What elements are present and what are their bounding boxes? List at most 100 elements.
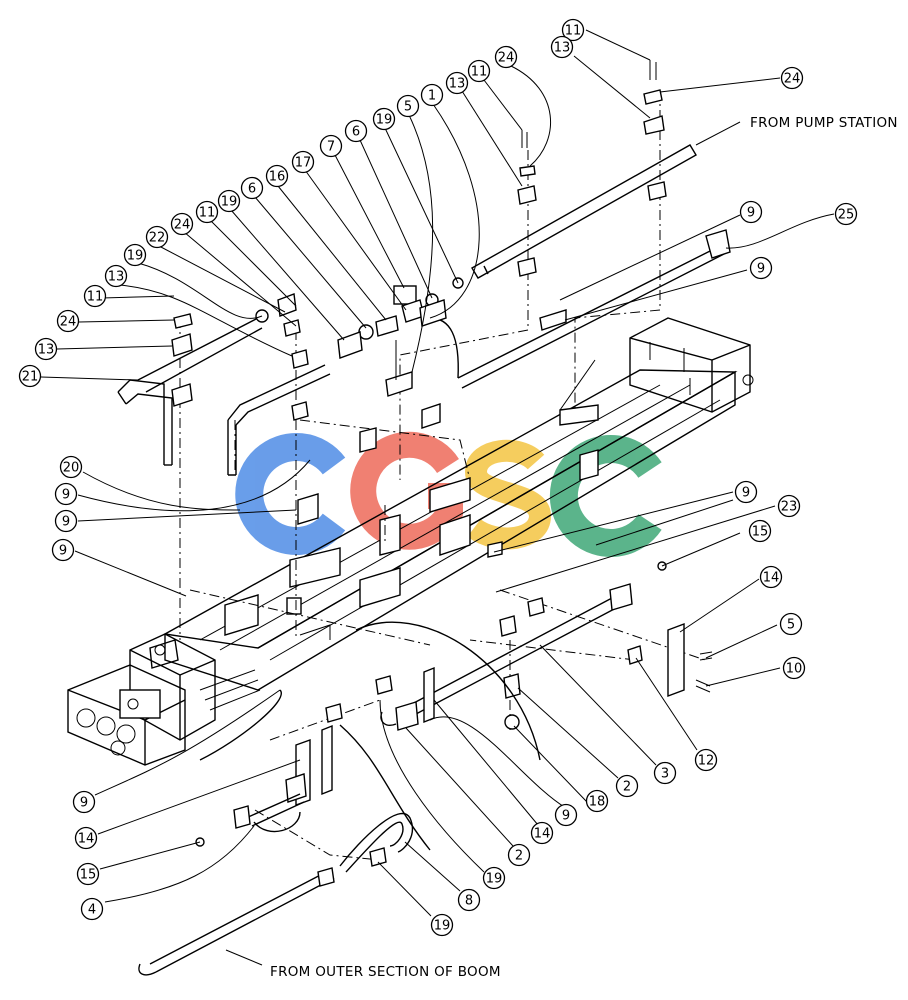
callout-2: 2	[615, 774, 639, 798]
svg-text:13: 13	[38, 343, 55, 358]
callout-17: 17	[291, 150, 315, 174]
svg-text:9: 9	[62, 488, 70, 503]
callout-9: 9	[749, 256, 773, 280]
callout-9: 9	[51, 538, 75, 562]
boom-center-section	[67, 317, 754, 766]
upper-hoses	[117, 144, 731, 476]
from-pump-station-label: FROM PUMP STATION	[750, 115, 898, 131]
callout-14: 14	[759, 565, 783, 589]
watermark-letter-s	[464, 439, 552, 550]
callout-4: 4	[80, 897, 104, 921]
svg-text:19: 19	[486, 872, 503, 887]
callout-24: 24	[56, 309, 80, 333]
callout-24: 24	[780, 66, 804, 90]
svg-text:14: 14	[78, 832, 95, 847]
svg-text:22: 22	[149, 231, 166, 246]
svg-text:6: 6	[352, 125, 360, 140]
svg-text:13: 13	[108, 270, 125, 285]
svg-text:15: 15	[752, 525, 769, 540]
callout-24: 24	[170, 212, 194, 236]
callout-20: 20	[59, 455, 83, 479]
callout-15: 15	[76, 862, 100, 886]
callout-15: 15	[748, 519, 772, 543]
callout-9: 9	[554, 803, 578, 827]
svg-text:24: 24	[498, 51, 515, 66]
callout-23: 23	[777, 494, 801, 518]
callout-9: 9	[739, 200, 763, 224]
svg-text:23: 23	[781, 500, 798, 515]
callout-11: 11	[195, 200, 219, 224]
svg-text:19: 19	[434, 919, 451, 934]
callout-5: 5	[779, 612, 803, 636]
lower-left-assembly	[138, 689, 431, 976]
callout-19: 19	[123, 243, 147, 267]
callout-19: 19	[482, 866, 506, 890]
svg-text:19: 19	[127, 249, 144, 264]
svg-text:9: 9	[80, 796, 88, 811]
callout-1: 1	[420, 83, 444, 107]
svg-text:21: 21	[22, 370, 39, 385]
callout-13: 13	[34, 337, 58, 361]
svg-text:3: 3	[661, 767, 669, 782]
svg-text:19: 19	[376, 113, 393, 128]
callout-3: 3	[653, 761, 677, 785]
callout-19: 19	[217, 189, 241, 213]
callout-19: 19	[372, 107, 396, 131]
svg-text:5: 5	[404, 100, 412, 115]
svg-text:15: 15	[80, 868, 97, 883]
svg-text:11: 11	[565, 24, 582, 39]
callout-11: 11	[83, 284, 107, 308]
svg-text:13: 13	[554, 41, 571, 56]
callout-18: 18	[585, 789, 609, 813]
svg-text:9: 9	[59, 544, 67, 559]
svg-text:11: 11	[87, 290, 104, 305]
callout-13: 13	[445, 71, 469, 95]
svg-text:2: 2	[515, 849, 523, 864]
svg-text:11: 11	[199, 206, 216, 221]
svg-text:5: 5	[787, 618, 795, 633]
svg-text:14: 14	[763, 571, 780, 586]
callout-13: 13	[104, 264, 128, 288]
callout-9: 9	[54, 482, 78, 506]
callout-7: 7	[319, 134, 343, 158]
svg-text:8: 8	[465, 894, 473, 909]
callout-11: 11	[561, 18, 585, 42]
svg-text:12: 12	[698, 754, 715, 769]
callout-8: 8	[457, 888, 481, 912]
callout-6: 6	[240, 176, 264, 200]
from-outer-section-label: FROM OUTER SECTION OF BOOM	[270, 964, 501, 980]
lower-right-assembly	[355, 561, 713, 761]
callout-9: 9	[54, 509, 78, 533]
svg-text:19: 19	[221, 195, 238, 210]
callout-16: 16	[265, 164, 289, 188]
callout-10: 10	[782, 656, 806, 680]
svg-text:1: 1	[428, 89, 436, 104]
callout-22: 22	[145, 225, 169, 249]
svg-text:7: 7	[327, 140, 335, 155]
callout-24: 24	[494, 45, 518, 69]
callout-14: 14	[530, 821, 554, 845]
svg-text:4: 4	[88, 903, 96, 918]
callouts: 11 24 13 24 11 13 1 5 19 6 7 17 16 6 19 …	[18, 18, 858, 937]
svg-text:9: 9	[562, 809, 570, 824]
callout-19: 19	[430, 913, 454, 937]
svg-text:10: 10	[786, 662, 803, 677]
svg-text:24: 24	[784, 72, 801, 87]
svg-text:24: 24	[60, 315, 77, 330]
callout-11: 11	[467, 59, 491, 83]
svg-text:11: 11	[471, 65, 488, 80]
callout-2: 2	[507, 843, 531, 867]
svg-text:2: 2	[623, 780, 631, 795]
callout-12: 12	[694, 748, 718, 772]
svg-text:17: 17	[295, 156, 312, 171]
svg-text:18: 18	[589, 795, 606, 810]
svg-text:9: 9	[62, 515, 70, 530]
callout-5: 5	[396, 94, 420, 118]
svg-text:9: 9	[757, 262, 765, 277]
svg-text:25: 25	[838, 208, 855, 223]
leader-lines	[40, 29, 835, 966]
callout-9: 9	[72, 790, 96, 814]
svg-text:9: 9	[747, 206, 755, 221]
callout-14: 14	[74, 826, 98, 850]
svg-text:13: 13	[449, 77, 466, 92]
